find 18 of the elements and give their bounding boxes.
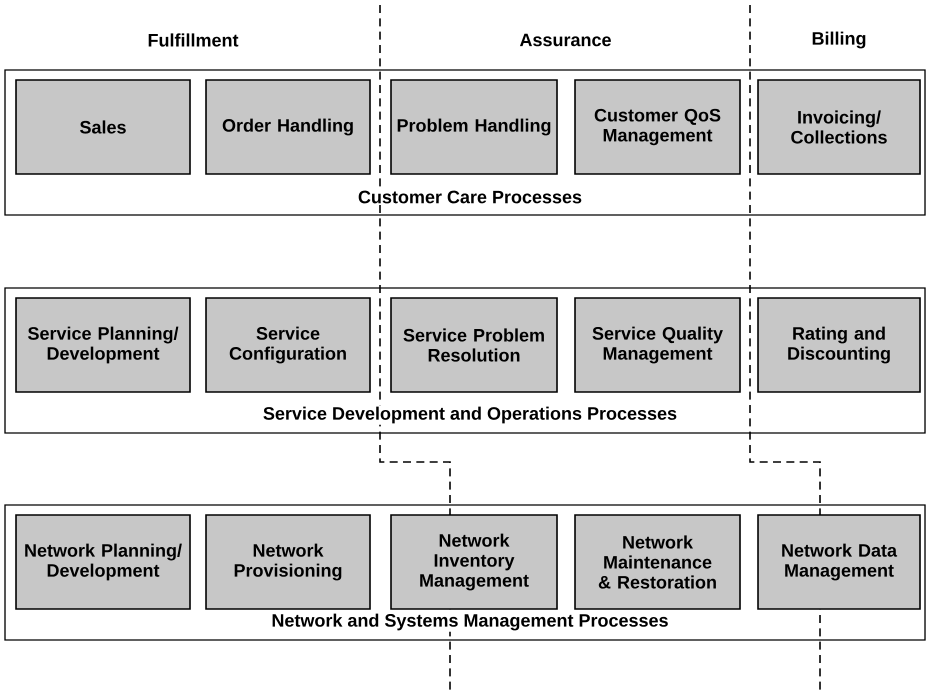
process-box: Customer QoS Management [574, 79, 741, 175]
process-box: Invoicing/ Collections [757, 79, 921, 175]
process-box: Service Configuration [205, 297, 371, 393]
process-box: Service Planning/ Development [15, 297, 191, 393]
process-box: Network Provisioning [205, 514, 371, 610]
column-heading: Assurance [520, 34, 611, 46]
column-heading: Billing [812, 32, 866, 48]
process-box: Problem Handling [390, 79, 558, 175]
process-box: Network Maintenance & Restoration [574, 514, 741, 610]
process-box: Sales [15, 79, 191, 175]
process-box: Network Inventory Management [390, 514, 558, 610]
process-box: Network Data Management [757, 514, 921, 610]
process-box: Service Problem Resolution [390, 297, 558, 393]
process-box: Service Quality Management [574, 297, 741, 393]
column-heading: Fulfillment [148, 33, 238, 47]
process-box: Network Planning/ Development [15, 514, 191, 610]
process-box: Rating and Discounting [757, 297, 921, 393]
process-box: Order Handling [205, 79, 371, 175]
